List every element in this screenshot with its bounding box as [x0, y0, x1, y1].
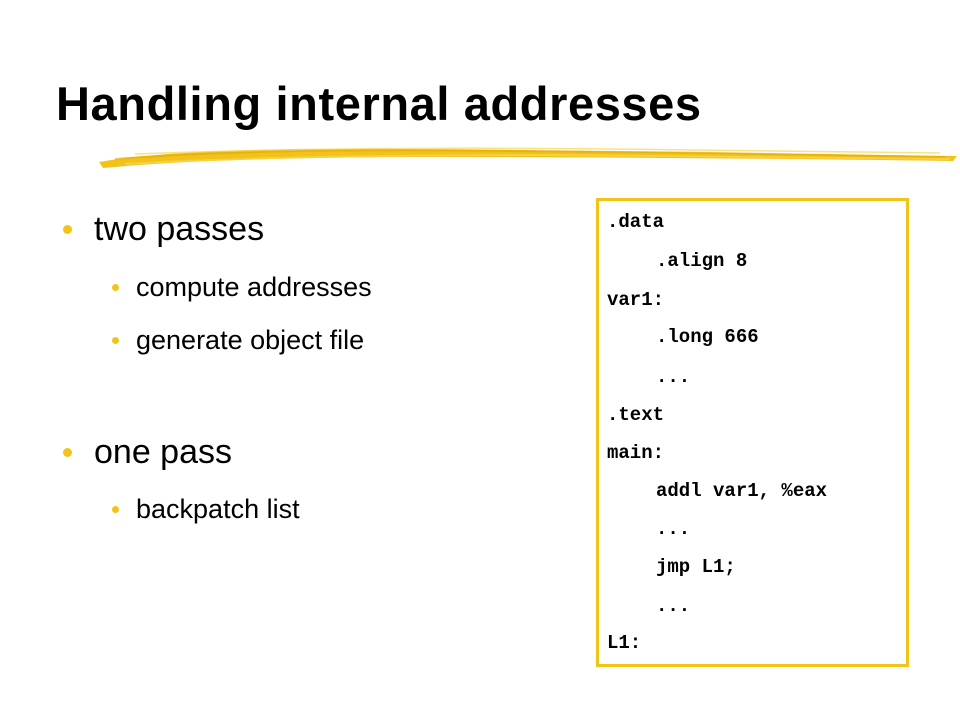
bullet-text: one pass — [94, 433, 232, 471]
bullet-backpatch-list: backpatch list — [112, 494, 300, 525]
code-line: addl var1, %eax — [656, 480, 828, 502]
assembly-code-box: .data .align 8 var1: .long 666 ... .text… — [596, 198, 909, 667]
bullet-compute-addresses: compute addresses — [112, 272, 372, 303]
code-line: ... — [656, 595, 691, 617]
code-line: .text — [607, 404, 665, 426]
bullet-dot-icon — [112, 506, 119, 513]
bullet-text: backpatch list — [136, 494, 300, 524]
code-line: .long 666 — [656, 326, 759, 348]
bullet-two-passes: two passes — [63, 210, 265, 249]
bullet-dot-icon — [63, 225, 72, 234]
code-line: ... — [656, 366, 691, 388]
code-line: ... — [656, 518, 691, 540]
code-line: .data — [607, 211, 665, 233]
bullet-dot-icon — [63, 448, 72, 457]
title-underline-brushstroke — [99, 147, 957, 168]
bullet-generate-object-file: generate object file — [112, 325, 365, 356]
bullet-text: generate object file — [136, 325, 365, 355]
slide-title: Handling internal addresses — [56, 77, 702, 130]
bullet-text: compute addresses — [136, 272, 372, 302]
code-line: main: — [607, 442, 665, 464]
bullet-list: two passes compute addresses generate ob… — [63, 210, 372, 525]
code-line: L1: — [607, 632, 642, 654]
bullet-dot-icon — [112, 337, 119, 344]
code-line: .align 8 — [656, 250, 748, 272]
bullet-one-pass: one pass — [63, 433, 232, 472]
bullet-text: two passes — [94, 210, 265, 248]
bullet-dot-icon — [112, 284, 119, 291]
code-line: var1: — [607, 289, 665, 311]
code-line: jmp L1; — [656, 556, 736, 578]
